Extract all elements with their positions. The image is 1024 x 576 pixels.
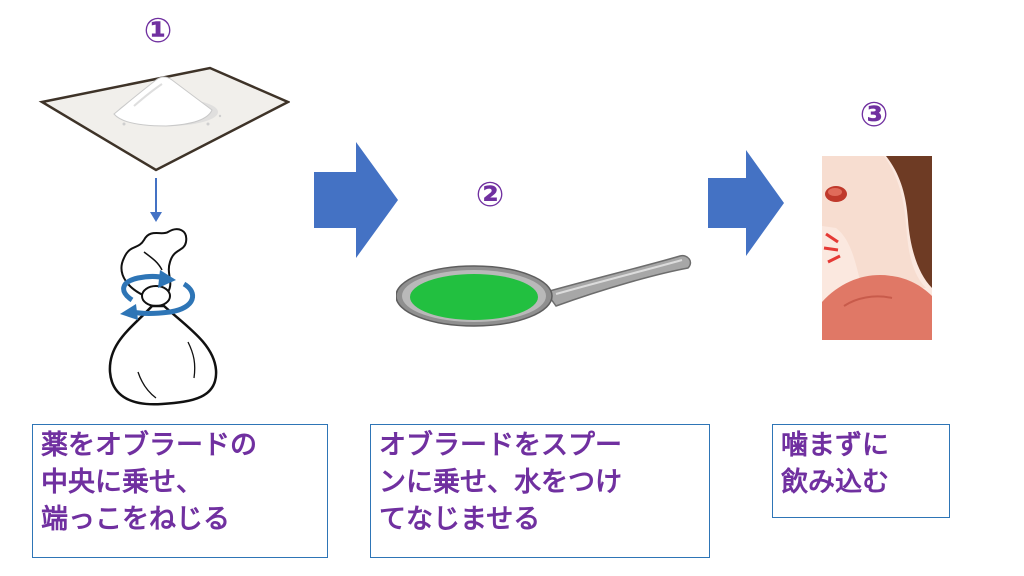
step-3-caption-line-2: 飲み込む: [781, 467, 889, 498]
step-2-caption-line-2: ンに乗せ、水をつけ: [379, 467, 622, 498]
step-1-number: ①: [143, 11, 173, 51]
step-3-caption: 噛まずに 飲み込む: [772, 424, 950, 518]
step-2-caption-line-1: オブラードをスプー: [379, 430, 622, 461]
step-1-caption-line-1: 薬をオブラードの: [41, 430, 257, 461]
spoon-icon: [396, 254, 692, 327]
step-2-number: ②: [475, 175, 505, 215]
step-3-number: ③: [859, 95, 889, 135]
step-1-caption-line-2: 中央に乗せ、: [41, 467, 203, 498]
down-arrow-icon: [150, 178, 162, 222]
right-arrow-icon: [314, 142, 398, 258]
twisted-wafer-bag-icon: [108, 228, 218, 406]
step-3-caption-line-1: 噛まずに: [781, 430, 889, 461]
step-2-caption-line-3: てなじませる: [379, 504, 541, 535]
right-arrow-icon: [708, 150, 784, 256]
step-2-caption: オブラードをスプー ンに乗せ、水をつけ てなじませる: [370, 424, 710, 558]
step-1-caption-line-3: 端っこをねじる: [41, 504, 230, 535]
powder-on-wafer-icon: [38, 66, 290, 172]
step-1-caption: 薬をオブラードの 中央に乗せ、 端っこをねじる: [32, 424, 328, 558]
swallowing-person-icon: [822, 156, 932, 340]
